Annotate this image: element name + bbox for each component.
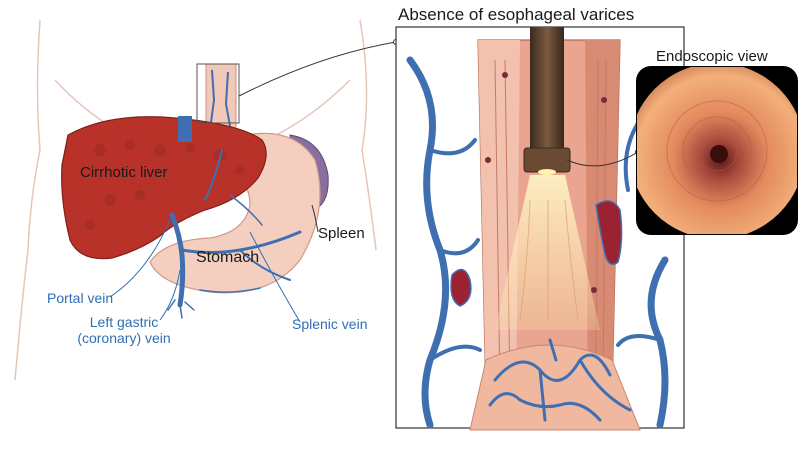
gastric-veins [469, 338, 641, 431]
splenic-vein-label: Splenic vein [292, 316, 368, 332]
label-leaders [109, 204, 319, 323]
cirrhotic-liver-label: Cirrhotic liver [80, 164, 168, 181]
portal-vein-label: Portal vein [47, 290, 114, 306]
endoscope [523, 27, 571, 175]
wall-veins [450, 200, 623, 307]
liver-nodules [85, 140, 245, 230]
spleen-label: Spleen [318, 225, 365, 242]
background-veins [406, 56, 669, 429]
zoom-connector [238, 41, 397, 97]
stomach-label: Stomach [196, 249, 260, 266]
inset-label: Endoscopic view [656, 48, 768, 65]
zoom-box [196, 63, 240, 124]
inset-connector [566, 151, 639, 167]
endoscopic-inset [636, 66, 798, 235]
portal-veins [167, 116, 302, 319]
panel-title: Absence of esophageal varices [398, 5, 635, 24]
left-gastric-vein-label: Left gastric (coronary) vein [77, 314, 171, 347]
